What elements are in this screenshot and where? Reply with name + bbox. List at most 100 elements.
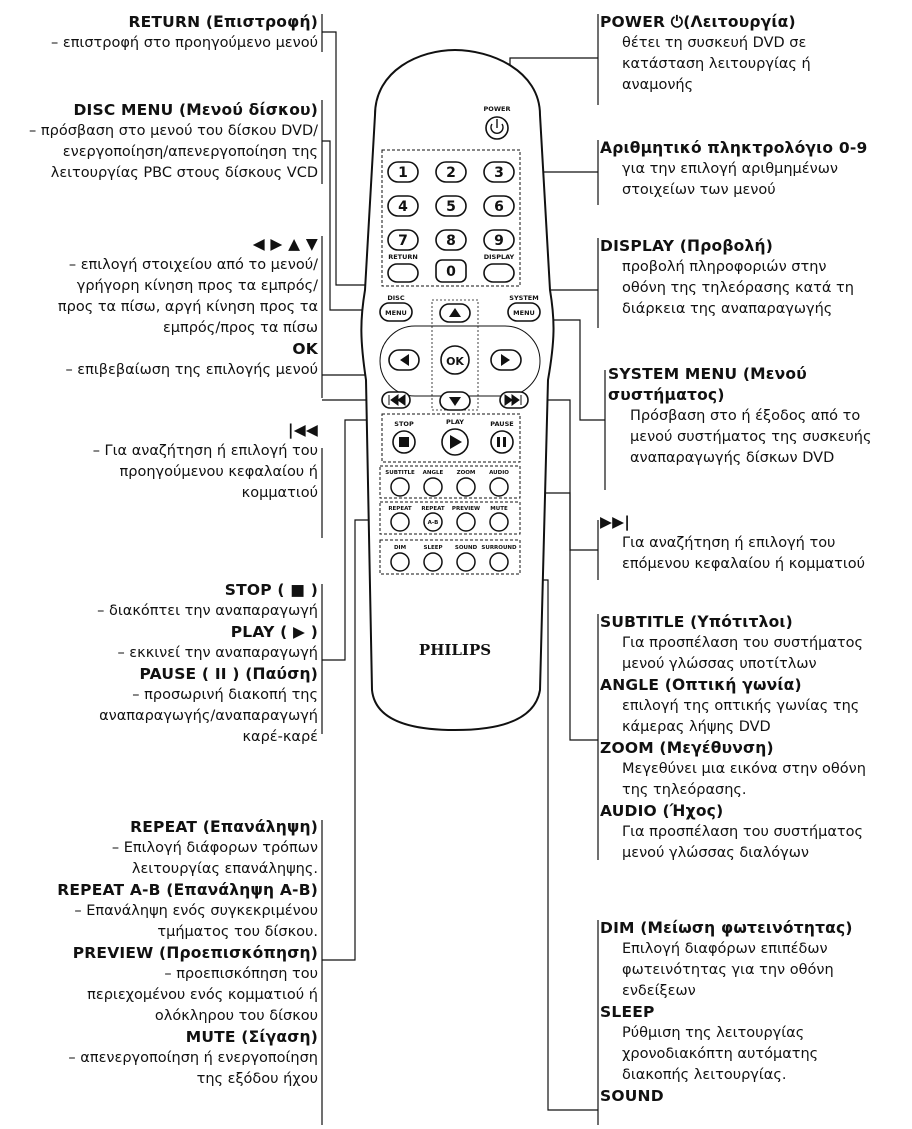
pause-title: PAUSE ( II ) (Παύση): [139, 665, 318, 683]
mute-desc-2: της εξόδου ήχου: [196, 1071, 318, 1087]
zoom-button[interactable]: [456, 477, 476, 497]
repeat-ab-button[interactable]: [423, 512, 443, 532]
repeat-button[interactable]: [390, 512, 410, 532]
return-block: RETURN (Επιστροφή) – επιστροφή στο προηγ…: [0, 12, 318, 54]
dim-label: DIM: [394, 545, 406, 551]
preview-button[interactable]: [456, 512, 476, 532]
return-button[interactable]: [387, 263, 419, 283]
right-button[interactable]: [490, 349, 522, 371]
subtitle-label: SUBTITLE: [385, 470, 415, 476]
key-6[interactable]: [483, 195, 515, 217]
sound-title: SOUND: [600, 1087, 664, 1105]
prev-button[interactable]: [381, 391, 411, 409]
repeat-ab-desc-1: – Επανάληψη ενός συγκεκριμένου: [74, 903, 318, 919]
disc-label: DISC: [387, 294, 404, 302]
key-5[interactable]: [435, 195, 467, 217]
display-button[interactable]: [483, 263, 515, 283]
system-desc-3: αναπαραγωγής δίσκων DVD: [630, 450, 835, 466]
system-desc-1: Πρόσβαση στο ή έξοδος από το: [630, 408, 861, 424]
pause-icon: [497, 437, 500, 447]
prev-desc-1: – Για αναζήτηση ή επιλογή του: [92, 443, 318, 459]
next-icon: [504, 394, 522, 406]
pause-desc-2: αναπαραγωγής/αναπαραγωγή: [99, 708, 318, 724]
stop-button[interactable]: [392, 430, 416, 454]
down-button[interactable]: [439, 391, 471, 411]
leader-lines: [321, 14, 606, 1125]
disc-menu-button[interactable]: [379, 302, 413, 322]
sleep-label: SLEEP: [423, 545, 442, 551]
sleep-button[interactable]: [423, 552, 443, 572]
repeat-desc-2: λειτουργίας επανάληψης.: [131, 861, 318, 877]
key-3[interactable]: [483, 161, 515, 183]
display-desc-1: προβολή πληροφοριών στην: [622, 259, 827, 275]
audio-button[interactable]: [489, 477, 509, 497]
power-button[interactable]: [485, 116, 509, 140]
system-menu-button[interactable]: [507, 302, 541, 322]
preview-desc-2: περιεχομένου ενός κομματιού ή: [87, 987, 318, 1003]
brand-logo: PHILIPS: [419, 641, 491, 659]
preview-desc-3: ολόκληρου του δίσκου: [154, 1008, 318, 1024]
stop-icon: [399, 437, 409, 447]
subtitle-desc-1: Για προσπέλαση του συστήματος: [622, 635, 864, 651]
up-button[interactable]: [439, 303, 471, 323]
left-button[interactable]: [388, 349, 420, 371]
disc-menu-label: MENU: [385, 309, 407, 317]
dim-desc-1: Επιλογή διαφόρων επιπέδων: [622, 941, 828, 957]
key-0[interactable]: [435, 259, 467, 283]
display-desc-2: οθόνη της τηλεόρασης κατά τη: [622, 280, 854, 296]
system-desc-2: μενού συστήματος της συσκευής: [630, 429, 872, 445]
display-block: DISPLAY (Προβολή) προβολή πληροφοριών στ…: [600, 236, 912, 320]
key-8-label: 8: [446, 233, 456, 249]
zoom-label: ZOOM: [457, 470, 476, 476]
zoom-desc-2: της τηλεόρασης.: [622, 782, 747, 798]
ok-button[interactable]: [440, 345, 470, 375]
subtitle-desc-2: μενού γλώσσας υποτίτλων: [622, 656, 817, 672]
dim-button[interactable]: [390, 552, 410, 572]
prev-title: |◀◀: [287, 421, 318, 439]
sleep-desc-3: διακοπής λειτουργίας.: [622, 1067, 787, 1083]
sound-button[interactable]: [456, 552, 476, 572]
repeat-block: REPEAT (Επανάληψη) – Επιλογή διάφορων τρ…: [0, 817, 318, 1090]
mute-desc-1: – απενεργοποίηση ή ενεργοποίηση: [68, 1050, 318, 1066]
ok-desc: – επιβεβαίωση της επιλογής μενού: [65, 362, 318, 378]
subtitle-button[interactable]: [390, 477, 410, 497]
arrows-desc-3: προς τα πίσω, αργή κίνηση προς τα: [57, 299, 318, 315]
key-9-label: 9: [494, 233, 504, 249]
pause-desc-3: καρέ-καρέ: [242, 729, 318, 745]
subtitle-block: SUBTITLE (Υπότιτλοι) Για προσπέλαση του …: [600, 612, 912, 864]
pause-button[interactable]: [490, 430, 514, 454]
mute-button[interactable]: [489, 512, 509, 532]
return-title: RETURN (Επιστροφή): [128, 13, 318, 31]
angle-desc-1: επιλογή της οπτικής γωνίας της: [622, 698, 860, 714]
sound-label: SOUND: [455, 545, 478, 551]
key-4[interactable]: [387, 195, 419, 217]
transport-block: STOP ( ■ ) – διακόπτει την αναπαραγωγή P…: [0, 580, 318, 748]
key-1-label: 1: [398, 165, 408, 181]
key-3-label: 3: [494, 165, 504, 181]
key-8[interactable]: [435, 229, 467, 251]
keypad-box: [381, 149, 521, 287]
play-button[interactable]: [441, 428, 469, 456]
system-title-2: συστήματος): [608, 386, 725, 404]
display-desc-3: διάρκεια της αναπαραγωγής: [622, 301, 833, 317]
zoom-desc-1: Μεγεθύνει μια εικόνα στην οθόνη: [622, 761, 866, 777]
angle-button[interactable]: [423, 477, 443, 497]
preview-title: PREVIEW (Προεπισκόπηση): [72, 944, 318, 962]
prev-desc-2: προηγούμενου κεφαλαίου ή: [119, 464, 318, 480]
key-9[interactable]: [483, 229, 515, 251]
system-menu-block: SYSTEM MENU (Μενού συστήματος) Πρόσβαση …: [608, 364, 912, 469]
key-2[interactable]: [435, 161, 467, 183]
play-title: PLAY ( ▶ ): [230, 623, 318, 641]
key-7[interactable]: [387, 229, 419, 251]
key-0-label: 0: [446, 264, 456, 280]
key-7-label: 7: [398, 233, 408, 249]
mute-title: MUTE (Σίγαση): [185, 1028, 318, 1046]
display-title: DISPLAY (Προβολή): [600, 237, 774, 255]
audio-title: AUDIO (Ήχος): [600, 802, 724, 820]
key-1[interactable]: [387, 161, 419, 183]
pause-desc-1: – προσωρινή διακοπή της: [132, 687, 318, 703]
transport-box: [381, 413, 521, 463]
system-title-1: SYSTEM MENU (Μενού: [608, 365, 807, 383]
surround-button[interactable]: [489, 552, 509, 572]
next-button[interactable]: [499, 391, 529, 409]
